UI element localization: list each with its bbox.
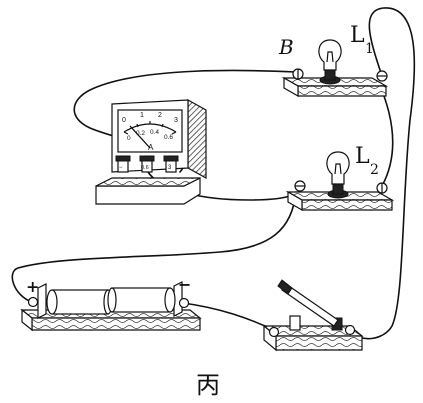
ammeter-terminal-label-0: − (119, 165, 123, 171)
ammeter (95, 98, 207, 205)
figure-caption: 丙 (196, 371, 220, 399)
ammeter-scale-bottom-0: 0 (127, 135, 131, 142)
battery-cell-2 (107, 287, 176, 313)
wire-l1-to-switch (349, 7, 416, 340)
bulb-l2-icon (326, 151, 350, 185)
ammeter-terminal-label-2: 3 (168, 165, 172, 171)
label-l1-subscript: 1 (365, 41, 374, 57)
label-negative: − (178, 275, 191, 294)
label-l1-letter: L (350, 23, 365, 48)
terminal-battery-negative (178, 297, 190, 309)
ammeter-scale-top-1: 1 (140, 112, 144, 119)
ammeter-unit: A (148, 143, 154, 152)
battery-cell-1 (46, 289, 113, 315)
ammeter-scale-top-2: 2 (158, 112, 162, 119)
terminal-battery-positive (27, 296, 39, 308)
lamp-l1 (281, 39, 389, 98)
ammeter-scale-top-3: 3 (174, 117, 178, 124)
switch-handle (277, 279, 293, 295)
ammeter-scale-bottom-3: 0.6 (164, 134, 173, 141)
label-l2-subscript: 2 (370, 162, 379, 178)
label-l2-letter: L (355, 144, 370, 169)
ammeter-terminals (115, 155, 179, 173)
label-l1: L 1 (350, 23, 374, 57)
ammeter-face (117, 109, 183, 153)
battery (20, 281, 202, 332)
ammeter-terminal-label-1: 0.6 (141, 165, 149, 171)
label-positive: + (26, 277, 39, 296)
wires (11, 7, 416, 340)
label-point-b: B (278, 35, 294, 59)
ammeter-side (187, 98, 207, 180)
ammeter-scale-bottom-2: 0.4 (150, 129, 159, 136)
ammeter-needle (129, 125, 151, 149)
bulb-l1-icon (318, 39, 342, 71)
switch (262, 279, 364, 352)
wire-l2-to-battery (11, 191, 297, 303)
terminal-switch-left (268, 326, 280, 338)
ammeter-scale: 0 1 2 3 0 0.2 0.4 0.6 A − 0.6 3 (119, 112, 178, 171)
wire-l1-to-l2 (381, 95, 394, 187)
lamp-l2 (285, 151, 395, 212)
label-l2: L 2 (355, 144, 379, 178)
ammeter-scale-bottom-1: 0.2 (136, 130, 145, 137)
ammeter-scale-top-0: 0 (122, 117, 126, 124)
terminal-switch-right (344, 324, 356, 336)
